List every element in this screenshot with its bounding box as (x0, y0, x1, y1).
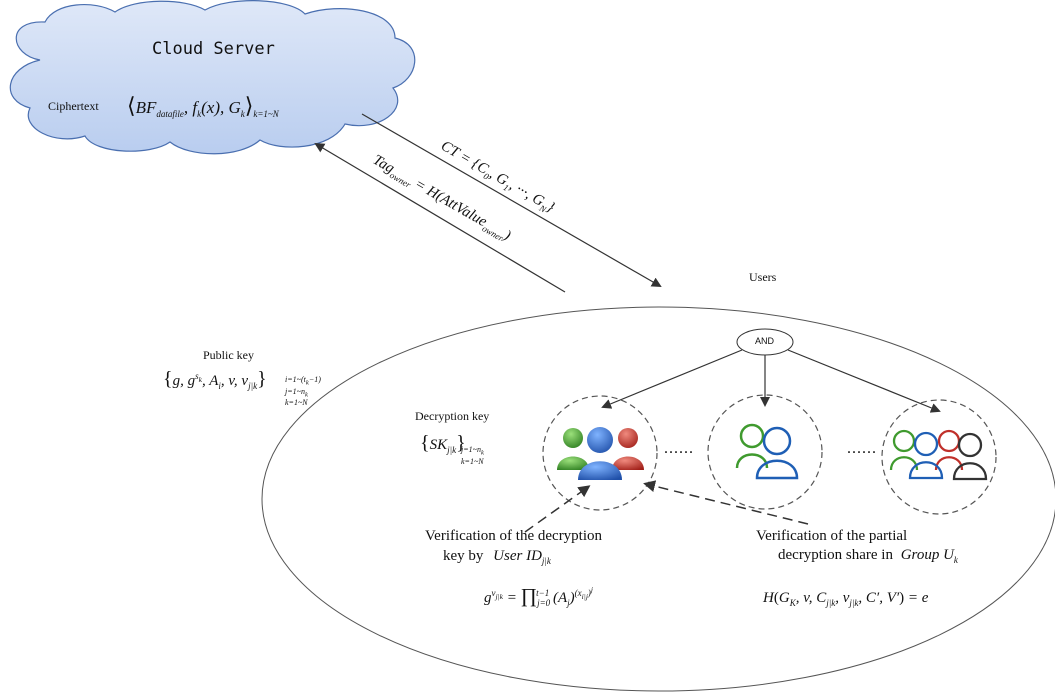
verification-left-line1: Verification of the decryption (425, 528, 603, 544)
ellipsis-left: ...... (664, 440, 694, 457)
verification-right-line2: decryption share in Group Uk (778, 547, 958, 565)
verification-left-keyby: key by (443, 548, 484, 564)
and-label: AND (755, 336, 775, 346)
group-circle-left (542, 395, 658, 511)
user-group-icon-colored (557, 427, 644, 480)
user-group-icon-outline-four (889, 429, 988, 481)
cloud-shape (9, 0, 416, 155)
verification-right-share: decryption share in (778, 547, 893, 563)
tag-arrow (314, 142, 566, 293)
verification-arrow-left (524, 485, 591, 533)
and-branch-right (787, 349, 941, 413)
user-group-icon-outline-two (735, 423, 799, 480)
and-branch-left (601, 349, 743, 409)
public-key-label: Public key (203, 348, 254, 362)
verification-left-line2: key by User IDj|k (443, 548, 551, 566)
verification-arrow-right (643, 480, 809, 525)
ciphertext-label: Ciphertext (48, 99, 99, 113)
decryption-key-label: Decryption key (415, 409, 490, 423)
cloud-title: Cloud Server (152, 39, 275, 59)
ct-arrow (361, 113, 662, 287)
public-key-formula: {g, gsk, Ai, v, vj|k} (163, 368, 267, 391)
group-circle-middle (707, 394, 823, 510)
ciphertext-formula: ⟨BFdatafile, fk(x), Gk⟩k=1~N (127, 93, 279, 119)
users-ellipse (261, 306, 1055, 692)
group-circle-right (881, 399, 997, 515)
users-label: Users (749, 270, 777, 284)
verification-right-equation: H(GK, v, Cj|k, vj|k, C′, V′) = e (763, 590, 929, 608)
ellipsis-right: ...... (847, 440, 877, 457)
verification-left-equation: gvj|k = ∏j=0t−1 (Aj)(xi|j)j (484, 585, 593, 608)
verification-right-line1: Verification of the partial (756, 528, 908, 544)
decryption-key-formula: {SKj|k} (420, 432, 466, 455)
